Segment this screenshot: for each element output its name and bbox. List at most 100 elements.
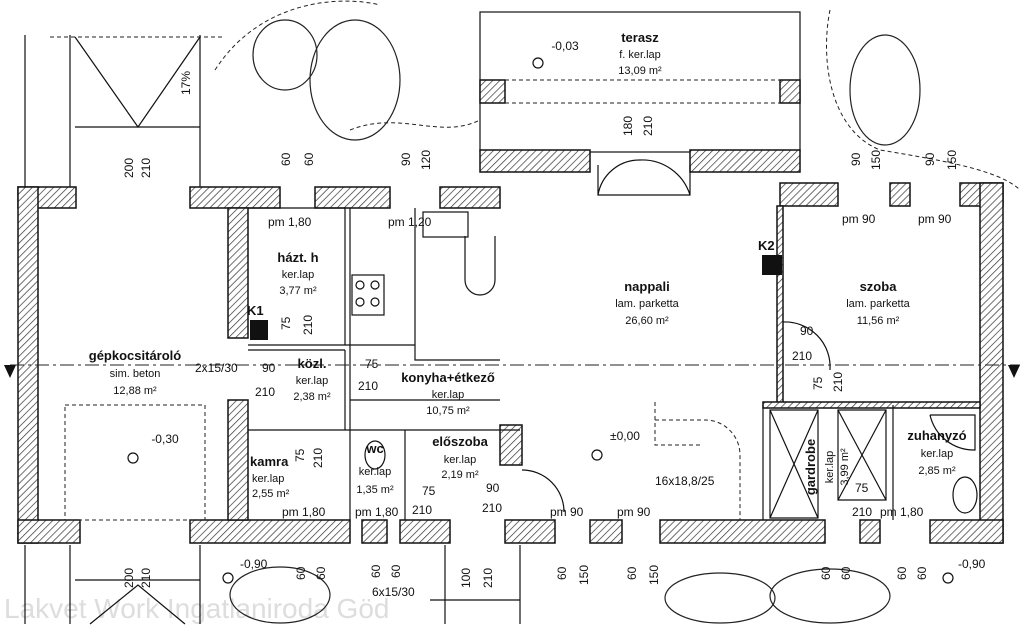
- room-konyha: konyha+étkező ker.lap 10,75 m²: [401, 370, 495, 417]
- svg-text:pm 90: pm 90: [550, 505, 584, 519]
- svg-text:szoba: szoba: [860, 279, 898, 294]
- svg-text:pm 90: pm 90: [617, 505, 651, 519]
- room-terasz: terasz f. ker.lap 13,09 m² -0,03: [551, 30, 662, 77]
- svg-text:75: 75: [422, 484, 436, 498]
- svg-text:2,55 m²: 2,55 m²: [252, 488, 290, 500]
- svg-text:2x15/30: 2x15/30: [195, 361, 238, 375]
- svg-text:-0,90: -0,90: [958, 557, 986, 571]
- svg-text:60: 60: [279, 152, 293, 166]
- svg-text:kamra: kamra: [250, 454, 289, 469]
- svg-text:210: 210: [641, 116, 655, 136]
- svg-text:60: 60: [915, 566, 929, 580]
- section-arrow-left-icon: [4, 365, 16, 378]
- trees: [214, 0, 1021, 624]
- svg-text:10,75 m²: 10,75 m²: [426, 405, 470, 417]
- svg-text:90: 90: [849, 152, 863, 166]
- svg-text:210: 210: [831, 372, 845, 392]
- svg-text:előszoba: előszoba: [432, 434, 488, 449]
- terrace: [479, 11, 801, 153]
- svg-text:pm 90: pm 90: [918, 212, 952, 226]
- svg-text:75: 75: [365, 357, 379, 371]
- svg-text:konyha+étkező: konyha+étkező: [401, 370, 495, 385]
- svg-text:180: 180: [621, 116, 635, 136]
- svg-text:210: 210: [255, 385, 275, 399]
- chimney-k1-icon: [250, 320, 268, 340]
- svg-text:60: 60: [819, 566, 833, 580]
- svg-text:13,09 m²: 13,09 m²: [618, 65, 662, 77]
- svg-text:60: 60: [314, 566, 328, 580]
- svg-text:210: 210: [358, 379, 378, 393]
- section-arrow-right-icon: [1008, 365, 1020, 378]
- svg-text:-0,03: -0,03: [551, 39, 579, 53]
- svg-text:60: 60: [294, 566, 308, 580]
- svg-text:6x15/30: 6x15/30: [372, 585, 415, 599]
- room-szoba: szoba lam. parketta 11,56 m²: [846, 279, 910, 327]
- svg-text:26,60 m²: 26,60 m²: [625, 315, 669, 327]
- room-zuhanyzo: zuhanyzó ker.lap 2,85 m²: [907, 428, 966, 477]
- svg-text:210: 210: [311, 448, 325, 468]
- svg-text:210: 210: [852, 505, 872, 519]
- svg-text:90: 90: [399, 152, 413, 166]
- svg-text:±0,00: ±0,00: [610, 429, 640, 443]
- svg-text:60: 60: [895, 566, 909, 580]
- svg-text:pm 90: pm 90: [842, 212, 876, 226]
- svg-text:ker.lap: ker.lap: [282, 269, 314, 281]
- svg-text:zuhanyzó: zuhanyzó: [907, 428, 966, 443]
- svg-text:75: 75: [279, 316, 293, 330]
- svg-text:K2: K2: [758, 238, 775, 253]
- svg-text:f. ker.lap: f. ker.lap: [619, 49, 661, 61]
- svg-text:11,56 m²: 11,56 m²: [857, 315, 900, 327]
- svg-text:nappali: nappali: [624, 279, 670, 294]
- svg-text:120: 120: [419, 150, 433, 170]
- svg-text:210: 210: [481, 568, 495, 588]
- svg-text:ker.lap: ker.lap: [432, 389, 464, 401]
- svg-text:pm 1,20: pm 1,20: [388, 215, 432, 229]
- svg-text:200: 200: [122, 568, 136, 588]
- svg-text:1,35 m²: 1,35 m²: [356, 484, 394, 496]
- svg-text:150: 150: [945, 150, 959, 170]
- svg-text:ker.lap: ker.lap: [921, 448, 953, 460]
- svg-text:pm 1,80: pm 1,80: [268, 215, 312, 229]
- room-garage: gépkocsitároló sim. beton 12,88 m² -0,30: [89, 348, 182, 446]
- room-gardrobe: gardrobe ker.lap 3,99 m²: [803, 439, 851, 495]
- svg-text:közl.: közl.: [298, 356, 327, 371]
- svg-text:90: 90: [262, 361, 276, 375]
- svg-text:2,38 m²: 2,38 m²: [293, 391, 331, 403]
- svg-text:12,88 m²: 12,88 m²: [113, 385, 157, 397]
- svg-text:lam. parketta: lam. parketta: [615, 298, 679, 310]
- svg-text:75: 75: [293, 448, 307, 462]
- svg-text:75: 75: [811, 376, 825, 390]
- svg-text:16x18,8/25: 16x18,8/25: [655, 474, 715, 488]
- svg-text:100: 100: [459, 568, 473, 588]
- svg-text:ker.lap: ker.lap: [296, 375, 328, 387]
- svg-text:-0,90: -0,90: [240, 557, 268, 571]
- room-nappali: nappali lam. parketta 26,60 m² ±0,00: [610, 279, 680, 443]
- svg-text:terasz: terasz: [621, 30, 659, 45]
- svg-text:210: 210: [139, 568, 153, 588]
- svg-text:lam. parketta: lam. parketta: [846, 298, 910, 310]
- driveway: [24, 35, 225, 625]
- svg-text:210: 210: [301, 315, 315, 335]
- svg-text:150: 150: [577, 565, 591, 585]
- svg-text:3,99 m²: 3,99 m²: [839, 448, 851, 486]
- svg-text:90: 90: [486, 481, 500, 495]
- svg-text:K1: K1: [247, 303, 264, 318]
- svg-text:17%: 17%: [179, 71, 193, 95]
- level-markers: [127, 57, 954, 584]
- svg-text:200: 200: [122, 158, 136, 178]
- svg-text:pm 1,80: pm 1,80: [282, 505, 326, 519]
- svg-text:75: 75: [855, 481, 869, 495]
- svg-text:gardrobe: gardrobe: [803, 439, 818, 495]
- walls: [17, 149, 1004, 544]
- partitions: [64, 159, 978, 624]
- room-eloszoba: előszoba ker.lap 2,19 m²: [432, 434, 488, 481]
- svg-text:150: 150: [647, 565, 661, 585]
- svg-text:2,85 m²: 2,85 m²: [918, 465, 956, 477]
- svg-text:ker.lap: ker.lap: [359, 466, 391, 478]
- svg-text:210: 210: [792, 349, 812, 363]
- window-sill-labels: pm 1,80 pm 1,20 pm 90 pm 90 pm 1,80 pm 1…: [268, 212, 952, 519]
- svg-text:60: 60: [555, 566, 569, 580]
- svg-text:2,19 m²: 2,19 m²: [441, 469, 479, 481]
- watermark: Lakvet Work Ingatlaniroda Göd: [4, 593, 389, 624]
